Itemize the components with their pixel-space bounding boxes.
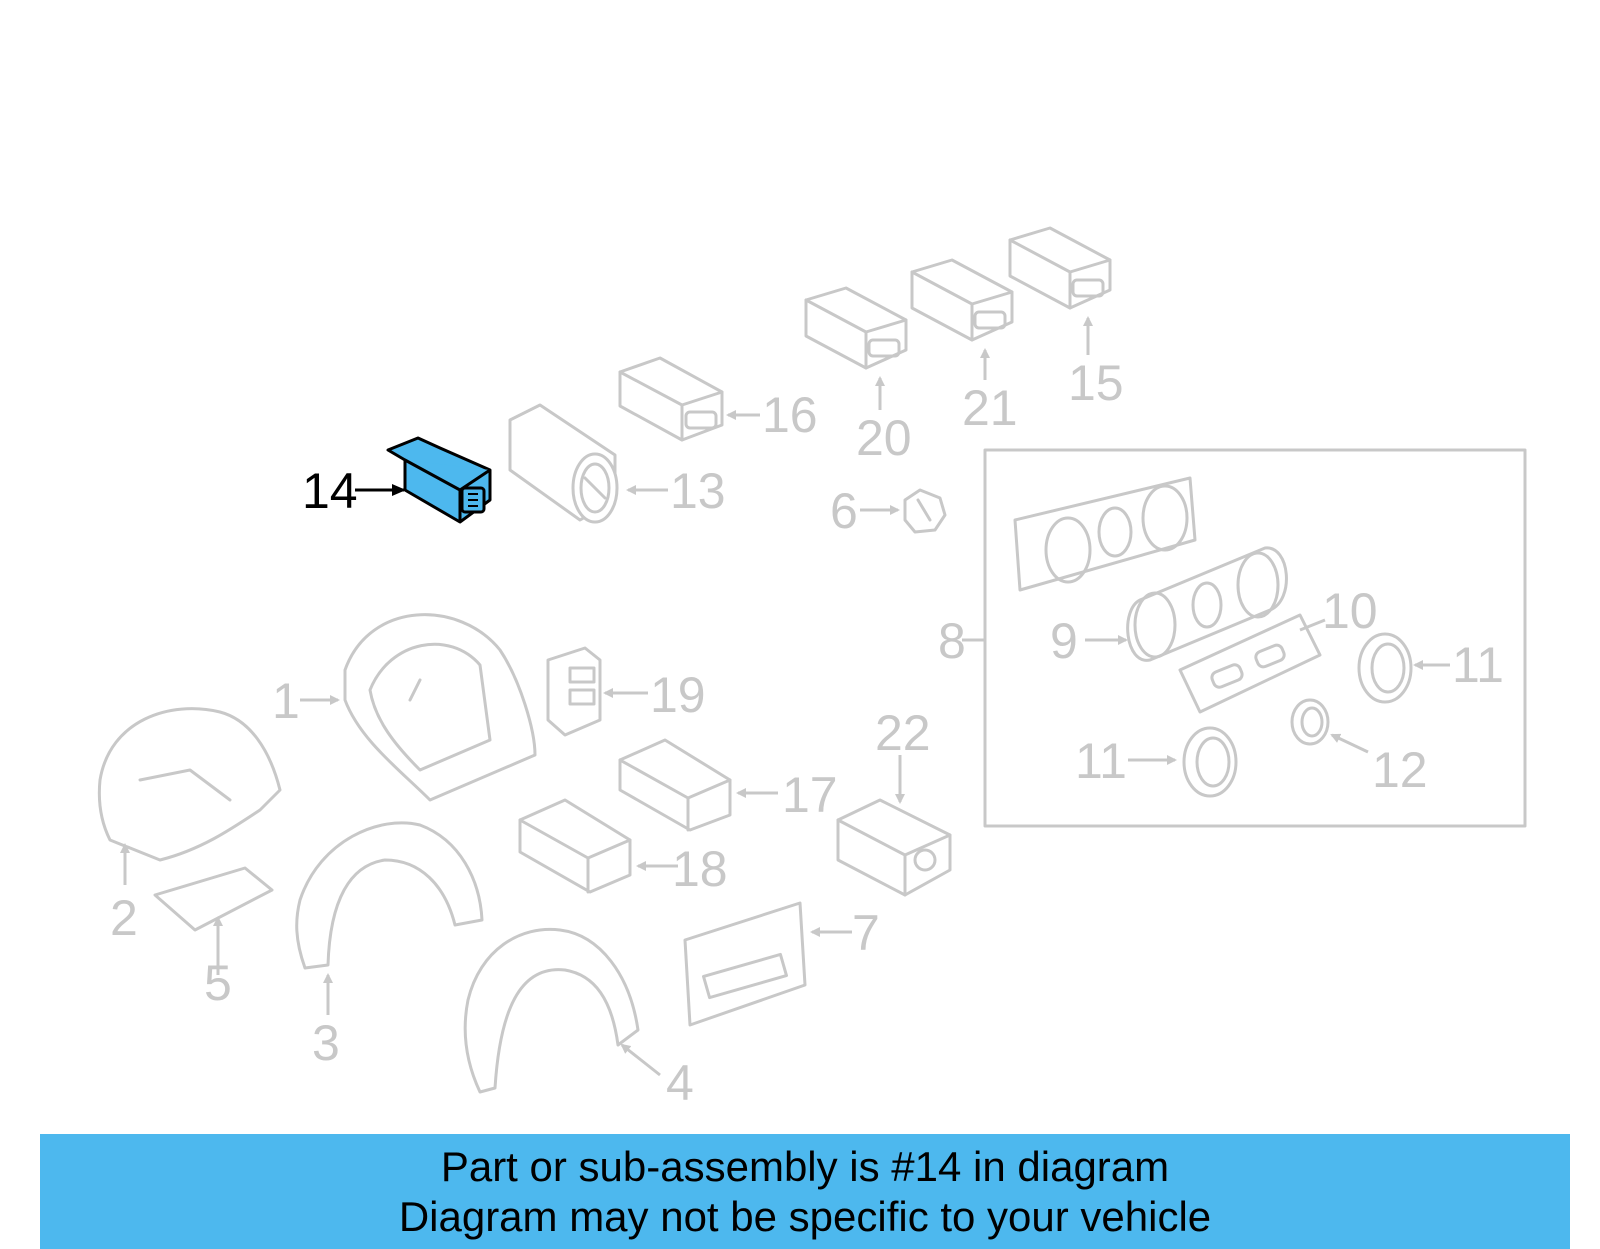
callout-15[interactable]: 15 bbox=[1068, 355, 1124, 411]
callout-16[interactable]: 16 bbox=[762, 387, 818, 443]
part-21-switch[interactable] bbox=[910, 258, 1014, 342]
leader-12 bbox=[1330, 733, 1369, 754]
part-8-group-box bbox=[983, 448, 1527, 828]
callout-10[interactable]: 10 bbox=[1322, 583, 1378, 639]
callout-7[interactable]: 7 bbox=[852, 905, 880, 961]
callout-3[interactable]: 3 bbox=[312, 1015, 340, 1071]
part-10-switch-panel[interactable] bbox=[1178, 613, 1322, 714]
callout-12[interactable]: 12 bbox=[1372, 742, 1428, 798]
part-22-module[interactable] bbox=[836, 798, 952, 897]
part-16-switch[interactable] bbox=[618, 356, 724, 442]
callout-5[interactable]: 5 bbox=[204, 955, 232, 1011]
part-3-shroud[interactable] bbox=[295, 821, 484, 970]
info-banner: Part or sub-assembly is #14 in diagram D… bbox=[40, 1134, 1570, 1249]
part-18-switch[interactable] bbox=[518, 798, 632, 894]
callout-17[interactable]: 17 bbox=[782, 767, 838, 823]
part-4-shroud[interactable] bbox=[463, 927, 640, 1094]
callout-11-right[interactable]: 11 bbox=[1452, 637, 1504, 693]
part-12-knob[interactable] bbox=[1290, 698, 1330, 746]
callout-6[interactable]: 6 bbox=[830, 483, 858, 539]
callout-14[interactable]: 14 bbox=[302, 463, 358, 519]
callout-8[interactable]: 8 bbox=[938, 613, 966, 669]
callout-18[interactable]: 18 bbox=[672, 841, 728, 897]
part-9-bezel[interactable] bbox=[1126, 546, 1288, 662]
leader-4 bbox=[620, 1043, 661, 1077]
part-1-instrument-cluster[interactable] bbox=[343, 613, 537, 802]
banner-line-disclaimer: Diagram may not be specific to your vehi… bbox=[398, 1192, 1212, 1240]
callout-2[interactable]: 2 bbox=[110, 890, 138, 946]
callout-22[interactable]: 22 bbox=[875, 705, 931, 761]
part-14-switch-highlighted[interactable] bbox=[386, 436, 492, 524]
part-19-switch[interactable] bbox=[546, 646, 602, 737]
callout-19[interactable]: 19 bbox=[650, 667, 706, 723]
part-11-knob-bottom[interactable] bbox=[1182, 726, 1238, 798]
leader-10 bbox=[1299, 618, 1326, 632]
part-13-rotary-switch[interactable] bbox=[508, 403, 619, 524]
part-7-climate-panel[interactable] bbox=[683, 901, 807, 1027]
part-11-knob-right[interactable] bbox=[1357, 632, 1413, 704]
part-17-switch[interactable] bbox=[618, 738, 732, 832]
part-8-control-housing[interactable] bbox=[1013, 476, 1197, 592]
part-5-lens[interactable] bbox=[153, 866, 274, 932]
callout-11-bottom[interactable]: 11 bbox=[1075, 733, 1127, 789]
part-2-cluster-housing[interactable] bbox=[97, 707, 282, 862]
part-15-switch[interactable] bbox=[1008, 226, 1112, 310]
banner-line-part: Part or sub-assembly is #14 in diagram bbox=[440, 1142, 1170, 1190]
callout-21[interactable]: 21 bbox=[962, 380, 1018, 436]
part-20-switch[interactable] bbox=[804, 286, 908, 370]
callout-9[interactable]: 9 bbox=[1050, 613, 1078, 669]
callout-13[interactable]: 13 bbox=[670, 463, 726, 519]
callout-20[interactable]: 20 bbox=[856, 410, 912, 466]
callout-1[interactable]: 1 bbox=[272, 673, 300, 729]
part-6-knob[interactable] bbox=[903, 488, 947, 534]
callout-4[interactable]: 4 bbox=[666, 1055, 694, 1111]
